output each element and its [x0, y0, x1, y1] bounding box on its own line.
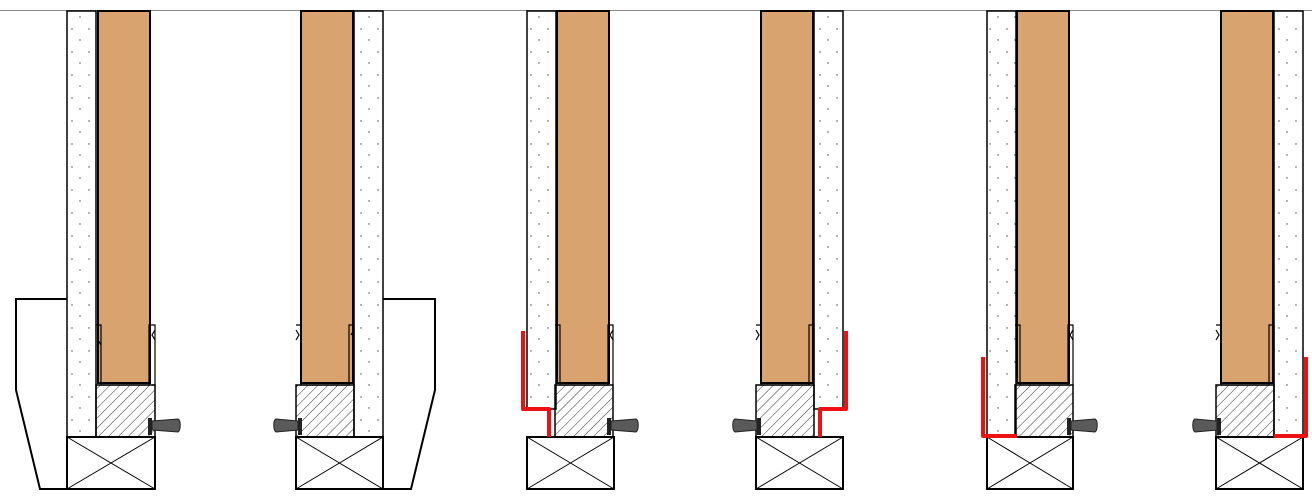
detail-1: [15, 10, 181, 490]
side-frame: [383, 298, 436, 490]
fastener-icon: [607, 418, 639, 435]
detail-6: [1192, 10, 1308, 490]
detail-2: [273, 10, 436, 490]
wood-core: [300, 10, 354, 384]
hatched-sill: [755, 384, 815, 438]
base-beam-cross: [755, 436, 844, 490]
sealing-strip: [1274, 357, 1308, 438]
hatched-sill: [295, 384, 355, 438]
wood-core: [556, 10, 610, 384]
fastener-icon: [1067, 418, 1098, 435]
sealing-strip: [521, 331, 551, 437]
insulation-panel: [66, 10, 97, 438]
sealing-strip: [981, 357, 1017, 438]
base-beam-cross: [1215, 436, 1304, 490]
insulation-panel: [526, 10, 557, 410]
base-beam-cross: [986, 436, 1074, 490]
base-beam-cross: [526, 436, 615, 490]
detail-5: [981, 10, 1098, 490]
wood-core: [760, 10, 814, 384]
base-beam-cross: [66, 436, 156, 490]
hatched-sill: [95, 384, 156, 438]
side-frame: [15, 298, 67, 490]
fastener-icon: [273, 418, 302, 435]
insulation-panel: [813, 10, 844, 410]
base-beam-cross: [295, 436, 384, 490]
wood-core: [1220, 10, 1274, 384]
wood-core: [1016, 10, 1070, 384]
sealing-strip: [818, 331, 848, 437]
hatched-sill: [554, 384, 614, 438]
insulation-panel: [353, 10, 384, 438]
hatched-sill: [1215, 384, 1275, 438]
fastener-icon: [148, 418, 181, 435]
detail-4: [732, 10, 848, 490]
insulation-panel: [986, 10, 1017, 438]
channel-profile: [96, 324, 156, 386]
hatched-sill: [1014, 384, 1074, 438]
insulation-panel: [1273, 10, 1304, 438]
wood-core: [97, 10, 151, 384]
fastener-icon: [732, 418, 761, 435]
detail-3: [521, 10, 639, 490]
fastener-icon: [1192, 418, 1221, 435]
